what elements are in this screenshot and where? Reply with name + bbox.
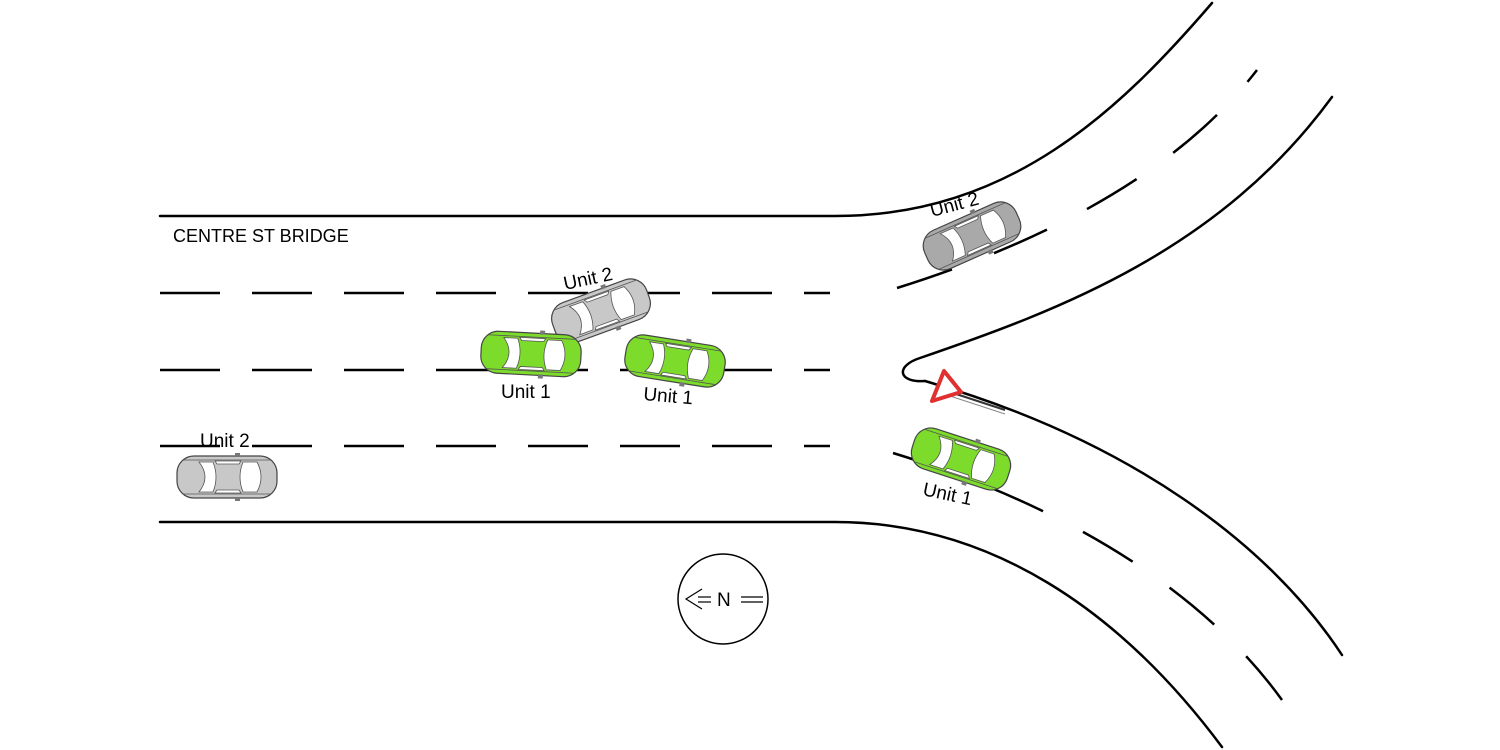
road-name-label: CENTRE ST BRIDGE (173, 226, 349, 246)
bridge-south-edge (158, 520, 1224, 749)
unit1-bridge-right (621, 328, 729, 394)
lower-ramp-lane-line (892, 451, 1284, 701)
unit1-bridge-left-label: Unit 1 (501, 382, 551, 403)
bridge-north-edge (158, 1, 1214, 218)
compass-icon (677, 553, 769, 645)
upper-ramp-inner-edge (901, 95, 1334, 383)
unit1-bridge-left (479, 326, 583, 382)
unit1-lower-right (905, 420, 1017, 498)
unit1-bridge-right-label: Unit 1 (643, 384, 694, 409)
lower-ramp-inner-edge (923, 379, 1344, 657)
compass-north-label: N (717, 590, 731, 611)
unit2-lower-left (176, 452, 278, 502)
unit2-lower-left-label: Unit 2 (200, 431, 250, 452)
upper-ramp-lane-line (896, 69, 1258, 290)
yield-sign-icon (930, 369, 1006, 415)
